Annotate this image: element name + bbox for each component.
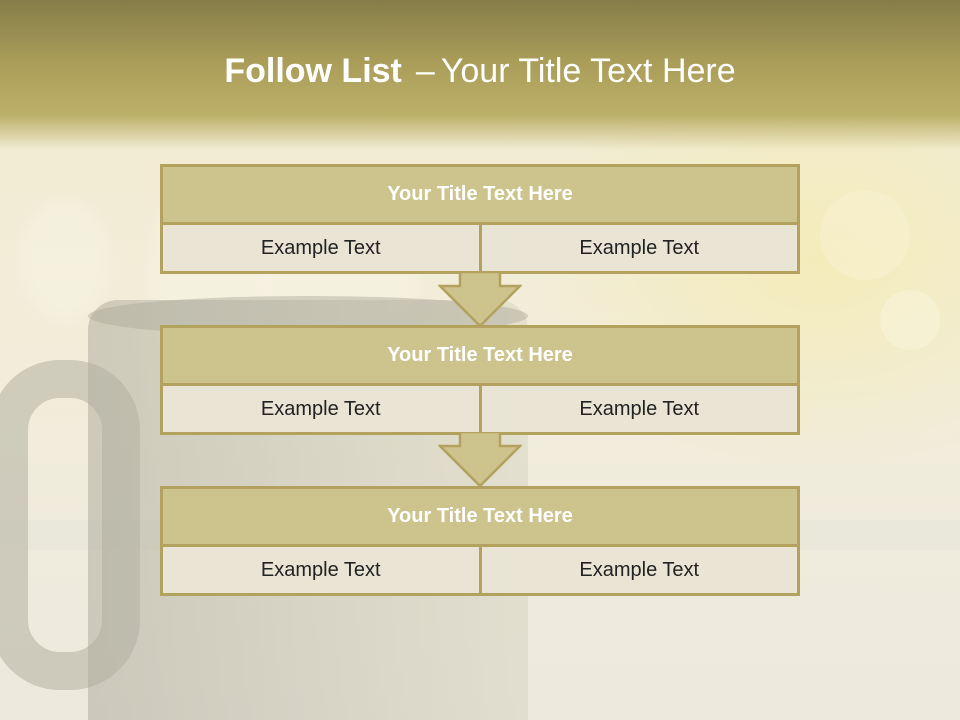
title-bold: Follow List (224, 52, 402, 90)
stage-cell-left: Example Text (260, 397, 381, 420)
title-dash: – (415, 52, 435, 90)
bokeh-light (880, 290, 940, 350)
stage-row: Example Text Example Text (163, 386, 797, 432)
stage-cell-left: Example Text (260, 558, 381, 581)
stage-cell-right: Example Text (478, 225, 798, 271)
header-band (0, 0, 960, 150)
stage-cell-right: Example Text (478, 547, 798, 593)
title-rest: Your Title Text Here (440, 52, 736, 90)
stage-title: Your Title Text Here (163, 489, 797, 547)
stage-row: Example Text Example Text (163, 225, 797, 271)
stage-title: Your Title Text Here (163, 328, 797, 386)
arrow-down-icon (438, 432, 522, 488)
slide-title: Follow List–Your Title Text Here (0, 52, 960, 91)
stage-1: Your Title Text Here Example Text Exampl… (160, 164, 800, 274)
stage-3: Your Title Text Here Example Text Exampl… (160, 486, 800, 596)
bokeh-light (820, 190, 910, 280)
stage-row: Example Text Example Text (163, 547, 797, 593)
steam (20, 200, 110, 320)
stage-cell-right: Example Text (478, 386, 798, 432)
stage-title: Your Title Text Here (163, 167, 797, 225)
arrow-down-icon (438, 272, 522, 328)
stage-cell-left: Example Text (260, 236, 381, 259)
stage-2: Your Title Text Here Example Text Exampl… (160, 325, 800, 435)
